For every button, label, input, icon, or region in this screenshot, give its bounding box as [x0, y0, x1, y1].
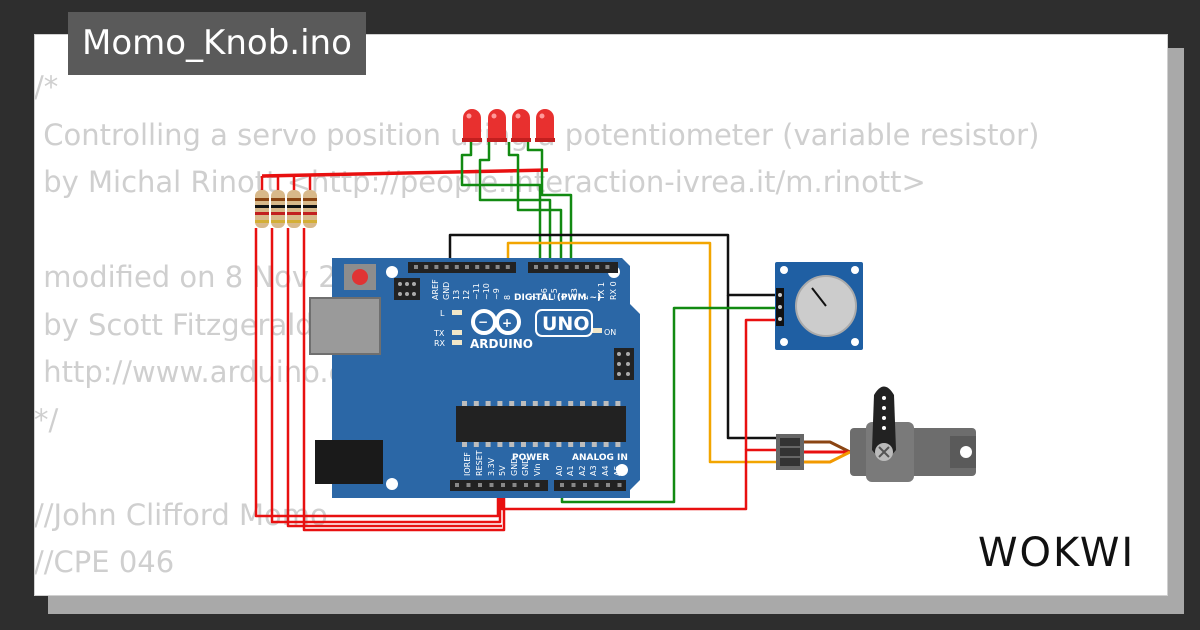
- analog-pin-label: A3: [589, 465, 598, 476]
- wire-red-pot: [744, 318, 778, 450]
- led-2: [487, 109, 507, 142]
- analog-pin-label: A5: [613, 465, 622, 476]
- icsp-header-top: [394, 278, 420, 300]
- digital-label: DIGITAL (PWM ~): [514, 293, 601, 303]
- digital-pin-label: AREF: [431, 279, 440, 300]
- resistor-array: [255, 190, 317, 228]
- resistor-3: [287, 190, 301, 228]
- uno-badge: [535, 309, 593, 337]
- power-pin-label: GND: [521, 458, 530, 476]
- pot-indicator: [811, 287, 827, 307]
- wire-red-5v: [500, 448, 778, 511]
- digital-pin-label: ~10: [482, 283, 491, 300]
- digital-pin-label: GND: [442, 282, 451, 300]
- wokwi-logo: WOKWI: [978, 530, 1135, 576]
- code-line: by Michal Rinott <http://people.interact…: [34, 165, 926, 199]
- digital-pin-label: 2: [581, 295, 590, 300]
- digital-pin-label: TX 1: [597, 282, 606, 301]
- power-pin-label: Vin: [533, 463, 542, 476]
- project-title: Momo_Knob.ino: [68, 12, 366, 75]
- on-label: ON: [604, 328, 616, 337]
- servo-lead-orange: [804, 450, 851, 464]
- power-pin-label: GND: [510, 458, 519, 476]
- digital-pin-label: 7: [530, 295, 539, 300]
- wire-black-servo: [726, 295, 778, 440]
- tx-label: TX: [433, 329, 445, 338]
- digital-pin-label: ~9: [492, 288, 501, 300]
- led-3: [511, 109, 531, 142]
- arduino-infinity-icon: [471, 309, 521, 335]
- digital-pin-label: ~11: [472, 283, 481, 300]
- servo-lead-brown: [804, 440, 851, 454]
- wire-green-led-3: [507, 142, 563, 266]
- digital-pin-label: 8: [503, 295, 512, 300]
- resistor-4: [303, 190, 317, 228]
- wire-orange-signal: [506, 241, 778, 464]
- wire-green-led-1: [460, 142, 542, 266]
- power-header: [450, 480, 548, 491]
- usb-port: [309, 297, 381, 355]
- analog-pin-label: A0: [555, 465, 564, 476]
- digital-pin-label: ~6: [540, 288, 549, 300]
- servo-motor: [776, 386, 976, 482]
- digital-pin-label: 12: [462, 290, 471, 300]
- analog-pin-label: A4: [601, 465, 610, 476]
- digital-pin-label: 4: [560, 295, 569, 300]
- l-label: L: [440, 309, 445, 318]
- analog-pin-label: A1: [566, 465, 575, 476]
- wire-black-gnd: [448, 233, 778, 297]
- rx-label: RX: [434, 339, 446, 348]
- code-line: /*: [34, 70, 59, 104]
- wire-red-res-gnd-3: [286, 228, 502, 528]
- wire-green-led-4: [526, 142, 573, 266]
- code-line: by Scott Fitzgerald: [34, 307, 314, 342]
- led-4: [535, 109, 555, 142]
- power-pin-label: IOREF: [463, 452, 472, 476]
- led-1: [462, 109, 482, 142]
- resistor-1: [255, 190, 269, 228]
- code-line: //CPE 046: [34, 545, 175, 579]
- analog-header: [554, 480, 626, 491]
- potentiometer-module: [775, 262, 863, 350]
- wire-red-res-gnd-2: [270, 228, 502, 524]
- uno-text: UNO: [542, 313, 589, 335]
- analog-pin-label: A2: [578, 465, 587, 476]
- digital-pin-label: 13: [452, 290, 461, 300]
- resistor-2: [271, 190, 285, 228]
- servo-horn: [872, 386, 896, 458]
- power-pin-label: 5V: [498, 465, 507, 476]
- arduino-logo-text: ARDUINO: [470, 337, 533, 351]
- power-pin-label: RESET: [475, 450, 484, 476]
- digital-pin-label: RX 0: [609, 281, 618, 300]
- wire-red-led-rail: [261, 168, 549, 178]
- atmega-chip: [456, 401, 626, 447]
- wire-red-res-gnd-1: [254, 228, 500, 518]
- icsp-header-right: [614, 348, 634, 380]
- digital-header: [408, 262, 618, 273]
- wire-red-res-gnd-4: [302, 228, 506, 532]
- power-pin-label: 3.3V: [487, 457, 496, 476]
- power-label: POWER: [512, 453, 549, 463]
- svg-text:+: +: [502, 316, 512, 330]
- digital-pin-label: ~3: [570, 288, 579, 300]
- code-line: */: [34, 402, 59, 437]
- svg-text:−: −: [478, 315, 488, 329]
- led-array: [462, 109, 555, 142]
- dc-jack: [315, 440, 383, 484]
- analog-label: ANALOG IN: [572, 453, 628, 463]
- digital-pin-label: ~5: [550, 288, 559, 300]
